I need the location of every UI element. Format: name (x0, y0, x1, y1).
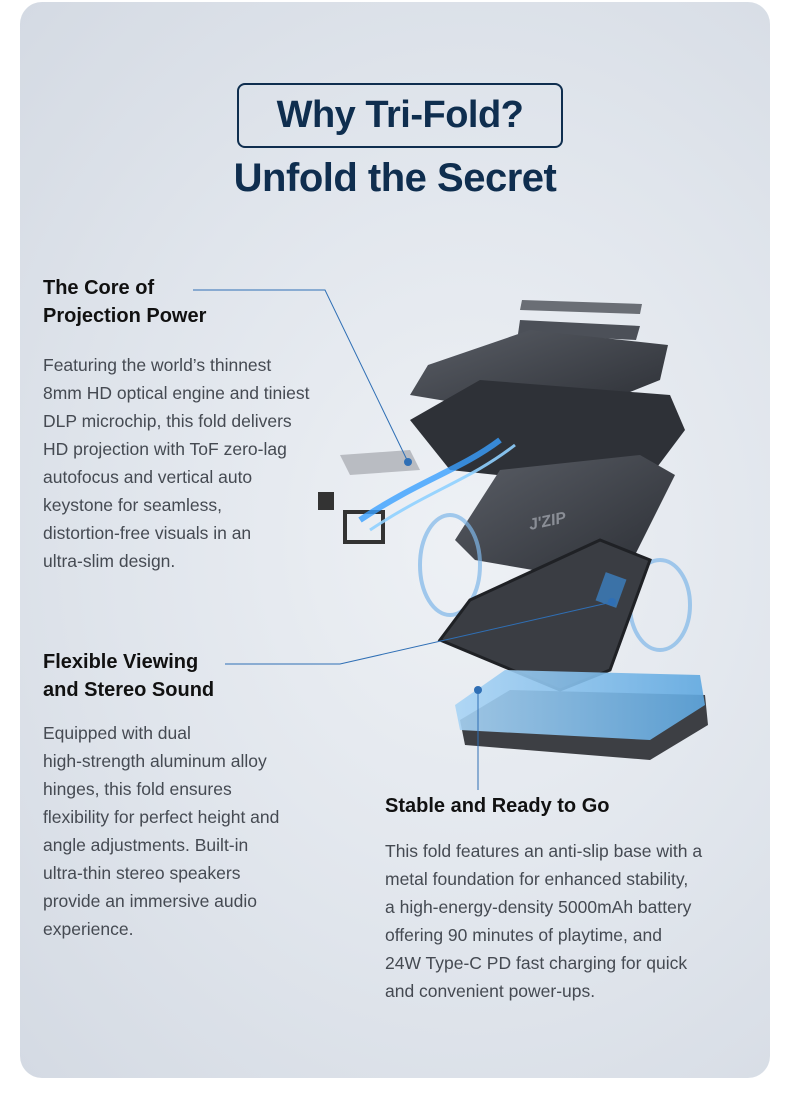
section-viewing-sound: Flexible Viewing and Stereo Sound Equipp… (43, 648, 343, 943)
hinge-frame (437, 538, 652, 692)
body-line: hinges, this fold ensures (43, 779, 232, 799)
body-line: Equipped with dual (43, 723, 191, 743)
body-line: offering 90 minutes of playtime, and (385, 925, 662, 945)
lens-frame (343, 510, 385, 544)
section-body: This fold features an anti-slip base wit… (385, 837, 755, 1005)
body-line: autofocus and vertical auto (43, 467, 253, 487)
body-line: ultra-slim design. (43, 551, 176, 571)
body-line: experience. (43, 919, 134, 939)
heading-line: Flexible Viewing (43, 651, 199, 673)
section-projection-power: The Core of Projection Power Featuring t… (43, 274, 363, 575)
body-line: and convenient power-ups. (385, 981, 596, 1001)
heading-line: and Stereo Sound (43, 679, 215, 701)
heading-line: The Core of (43, 277, 155, 299)
body-line: distortion-free visuals in an (43, 523, 252, 543)
body-line: keystone for seamless, (43, 495, 222, 515)
section-heading: Flexible Viewing and Stereo Sound (43, 648, 343, 704)
section-heading: The Core of Projection Power (43, 274, 363, 330)
section-stable-base: Stable and Ready to Go This fold feature… (385, 792, 755, 1005)
lens-part (318, 492, 334, 510)
title-box: Why Tri-Fold? (237, 83, 563, 148)
section-body: Equipped with dual high-strength aluminu… (43, 719, 343, 943)
heading-line: Projection Power (43, 305, 207, 327)
body-line: Featuring the world’s thinnest (43, 355, 272, 375)
body-line: angle adjustments. Built-in (43, 835, 249, 855)
body-line: 8mm HD optical engine and tiniest (43, 383, 310, 403)
battery (455, 670, 705, 740)
feature-card (20, 2, 770, 1078)
speaker-wave-icon (418, 513, 482, 617)
body-line: HD projection with ToF zero-lag (43, 439, 287, 459)
heatsink (340, 450, 420, 475)
body-line: provide an immersive audio (43, 891, 257, 911)
page-subtitle: Unfold the Secret (233, 156, 557, 200)
section-body: Featuring the world’s thinnest 8mm HD op… (43, 351, 363, 575)
body-line: a high-energy-density 5000mAh battery (385, 897, 692, 917)
body-line: This fold features an anti-slip base wit… (385, 841, 703, 861)
body-line: DLP microchip, this fold delivers (43, 411, 292, 431)
section-heading: Stable and Ready to Go (385, 792, 755, 820)
body-line: metal foundation for enhanced stability, (385, 869, 689, 889)
body-line: high-strength aluminum alloy (43, 751, 267, 771)
leader-line-hinge (225, 601, 613, 665)
body-line: flexibility for perfect height and (43, 807, 280, 827)
top-plate (520, 300, 642, 314)
body-line: ultra-thin stereo speakers (43, 863, 241, 883)
leader-line-core (193, 289, 409, 463)
page-title: Why Tri-Fold? (276, 94, 524, 136)
heading-line: Stable and Ready to Go (385, 795, 610, 817)
body-line: 24W Type-C PD fast charging for quick (385, 953, 688, 973)
